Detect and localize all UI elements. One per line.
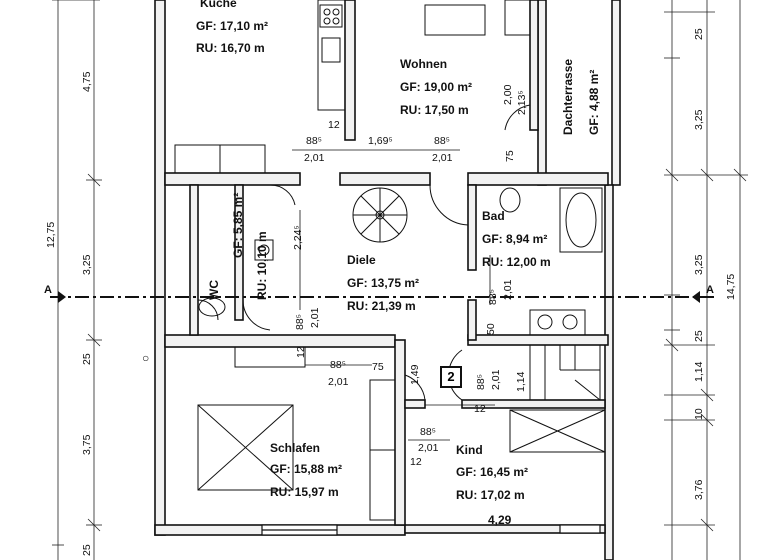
- windows: [261, 524, 601, 536]
- room-kind-ru: RU: 17,02 m: [456, 488, 525, 502]
- section-marker-left: A: [44, 284, 52, 296]
- dim-right-10: 10: [693, 408, 705, 420]
- room-kueche-ru: RU: 16,70 m: [196, 41, 265, 55]
- dim-left-12-75: 12,75: [45, 221, 57, 248]
- dim-opening-12-a: 12: [328, 119, 340, 131]
- dim-opening-114: 1,14: [515, 371, 527, 392]
- dim-right-3-25-b: 3,25: [693, 254, 705, 275]
- dim-right-25-top: 25: [693, 28, 705, 40]
- dim-opening-1695: 1,69⁵: [368, 135, 393, 147]
- room-diele-gf: GF: 13,75 m²: [347, 276, 420, 290]
- dim-opening-885-a: 88⁵: [306, 135, 323, 147]
- dim-left-4-75: 4,75: [81, 71, 93, 92]
- room-wohnen-name: Wohnen: [400, 57, 448, 71]
- room-wc-name: WC: [207, 280, 221, 300]
- living-furniture: [424, 0, 531, 36]
- room-wohnen-ru: RU: 17,50 m: [400, 103, 469, 117]
- dim-opening-50: 50: [485, 323, 497, 335]
- room-dachterrasse-name: Dachterrasse: [561, 58, 575, 135]
- dim-opening-75-b: 75: [372, 361, 384, 373]
- dim-left-25-bottom: 25: [81, 544, 93, 556]
- dim-opening-885-g: 88⁵: [420, 426, 437, 438]
- dim-opening-201-a: 2,01: [304, 152, 325, 164]
- room-dachterrasse-gf: GF: 4,88 m²: [587, 69, 601, 135]
- dim-opening-2245: 2,24⁵: [292, 225, 304, 250]
- door-swings: [197, 104, 531, 401]
- room-bad-name: Bad: [482, 209, 505, 223]
- room-schlafen-ru: RU: 15,97 m: [270, 485, 339, 499]
- room-kind-name: Kind: [456, 443, 483, 457]
- dim-opening-201-f: 2,01: [490, 369, 502, 390]
- beds: [197, 346, 606, 521]
- room-bad-ru: RU: 12,00 m: [482, 255, 551, 269]
- dim-right-3-76: 3,76: [693, 479, 705, 500]
- room-schlafen-name: Schlafen: [270, 441, 321, 455]
- room-kind-width: 4,29: [488, 513, 512, 527]
- dim-opening-885-b: 88⁵: [434, 135, 451, 147]
- room-wc-gf: GF: 5,85 m²: [231, 192, 245, 258]
- dim-opening-200: 2,00: [502, 84, 514, 105]
- dim-opening-149: 1,49: [409, 364, 421, 385]
- room-wohnen-gf: GF: 19,00 m²: [400, 80, 473, 94]
- room-kueche-gf: GF: 17,10 m²: [196, 19, 269, 33]
- small-circle-symbol: ○: [142, 351, 150, 365]
- main-stair: [529, 344, 601, 401]
- dim-opening-12-c: 12: [410, 456, 422, 468]
- room-kind-gf: GF: 16,45 m²: [456, 465, 529, 479]
- dim-opening-201-c: 2,01: [309, 307, 321, 328]
- dim-opening-201-g: 2,01: [418, 442, 439, 454]
- section-marker-right: A: [706, 284, 714, 296]
- dim-right-25-mid: 25: [693, 330, 705, 342]
- room-diele-name: Diele: [347, 253, 376, 267]
- room-schlafen-gf: GF: 15,88 m²: [270, 462, 343, 476]
- dim-left-3-75: 3,75: [81, 434, 93, 455]
- room-bad-gf: GF: 8,94 m²: [482, 232, 548, 246]
- room-kueche-name: Küche: [200, 0, 237, 10]
- spiral-stair: [352, 187, 408, 243]
- left-dimension-lines: [52, 0, 102, 560]
- bath-fixtures: [499, 187, 603, 336]
- kitchen-counter: [174, 0, 346, 174]
- dim-leaders: [292, 149, 495, 441]
- dim-opening-885-c: 88⁵: [294, 313, 306, 330]
- right-dimension-lines: [664, 0, 748, 560]
- room-wc-ru: RU: 10,10 m: [255, 231, 269, 300]
- dim-right-3-25-a: 3,25: [693, 109, 705, 130]
- dim-opening-201-d: 2,01: [502, 279, 514, 300]
- room-diele-ru: RU: 21,39 m: [347, 299, 416, 313]
- dim-right-1-14: 1,14: [693, 361, 705, 382]
- dim-opening-2135: 2,13⁵: [516, 90, 528, 115]
- dim-opening-12-b: 12: [474, 403, 486, 415]
- dim-opening-12-d: 12: [295, 346, 307, 358]
- dim-left-25: 25: [81, 353, 93, 365]
- dim-opening-885-f: 88⁵: [475, 373, 487, 390]
- dim-right-14-75: 14,75: [725, 273, 737, 300]
- section-line: [50, 291, 715, 303]
- dim-opening-201-e: 2,01: [328, 376, 349, 388]
- stair-number: 2: [440, 366, 462, 388]
- dim-opening-201-b: 2,01: [432, 152, 453, 164]
- dim-opening-885-e: 88⁵: [330, 359, 347, 371]
- dim-opening-885-d: 88⁵: [487, 288, 499, 305]
- dim-opening-75-a: 75: [504, 150, 516, 162]
- dim-left-3-25: 3,25: [81, 254, 93, 275]
